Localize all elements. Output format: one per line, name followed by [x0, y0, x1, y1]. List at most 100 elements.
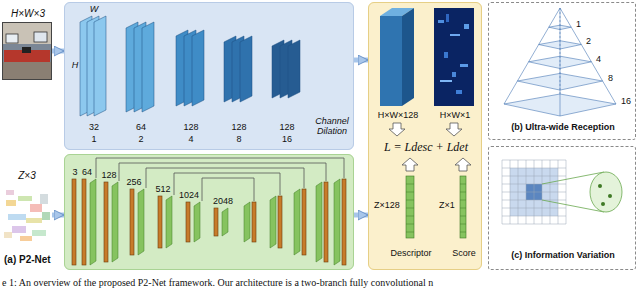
output-label: Score: [452, 249, 476, 259]
layer-number: W: [90, 5, 99, 15]
sparse-conv-layer: [158, 196, 162, 248]
dilation-number: 8: [608, 74, 613, 84]
flow-arrow: [402, 158, 418, 171]
output-label: H×W×1: [440, 111, 471, 121]
sparse-conv-layer: [130, 189, 134, 255]
layer-number: 32: [89, 123, 99, 133]
sparse-conv-layer: [72, 179, 76, 265]
flow-connector: [354, 58, 368, 63]
point-cloud: [32, 230, 46, 236]
point-cloud: [20, 236, 32, 241]
conv-layer: [142, 22, 154, 112]
layer-number: 2: [138, 135, 143, 145]
variation-grid: [598, 184, 602, 188]
point-cloud: [26, 218, 42, 223]
input-size-label: Z×3: [18, 170, 36, 181]
sparse-conv-layer: [252, 202, 256, 242]
layer-number: H: [72, 61, 79, 71]
part-label: (a) P2-Net: [4, 254, 51, 265]
point-branch-panel: 36412825651210242048: [64, 154, 354, 270]
feature-slab: [294, 189, 300, 255]
sparse-conv-layer: [186, 202, 190, 242]
variation-grid: [590, 172, 622, 212]
figure-caption: e 1: An overview of the proposed P2-Net …: [2, 277, 433, 289]
input-image: H×W×3: [2, 22, 52, 80]
layer-number: 128: [279, 123, 294, 133]
score-map: [438, 20, 444, 23]
flow-arrow: [389, 123, 405, 136]
panel-ground: [64, 2, 482, 270]
reception-pyramid: [504, 8, 616, 116]
input-point-cloud: Z×3: [2, 186, 52, 244]
conv-layer: [288, 40, 300, 98]
dilation-number: 1: [576, 20, 581, 30]
point-cloud: [4, 232, 12, 238]
conv-layer: [192, 30, 204, 106]
score-map: [450, 34, 460, 36]
panel-ground: [368, 2, 482, 270]
layer-number: 8: [236, 135, 241, 145]
input-photo: [2, 22, 52, 44]
score-map: [444, 52, 448, 58]
input-photo: [2, 22, 52, 80]
feature-slab: [222, 208, 228, 236]
feature-slab: [90, 179, 340, 265]
score-map: [434, 8, 474, 106]
output-label: Z×1: [439, 201, 455, 211]
conv-layer: [80, 16, 300, 116]
point-cloud: [12, 226, 26, 233]
output-panel: H×W×128H×W×1L = Ldesc + LdetZ×128Z×1Desc…: [368, 2, 482, 270]
conv-layer: [94, 16, 106, 116]
reception-box: 124816(b) Ultra-wide Reception: [488, 2, 636, 140]
point-vector: [406, 176, 466, 238]
flow-arrow: [455, 158, 471, 171]
feature-slab: [244, 202, 250, 242]
channel-number: 64: [82, 168, 92, 178]
feature-slab: [270, 196, 276, 248]
panel-ground: [64, 2, 354, 150]
output-label: Descriptor: [390, 249, 431, 259]
score-map: [464, 24, 469, 29]
layer-number: 16: [282, 135, 292, 145]
score-map: [456, 90, 462, 94]
channel-number: 256: [126, 178, 141, 188]
score-map: [434, 8, 474, 106]
feature-slab: [166, 196, 172, 248]
image-branch-panel: WH3216421284128812816Channel Dilation: [64, 2, 354, 150]
descriptor-map: [380, 8, 414, 106]
sparse-conv-layer: [214, 208, 218, 236]
channel-number: 3: [72, 168, 77, 178]
sparse-conv-layer: [302, 189, 306, 255]
output-label: Z×128: [374, 201, 400, 211]
score-map: [446, 14, 449, 22]
variation-grid: [608, 194, 612, 198]
point-cloud: [18, 196, 32, 201]
sparse-conv-layer: [324, 182, 328, 262]
layer-number: 4: [188, 135, 193, 145]
input-photo: [34, 32, 47, 42]
point-vector: [460, 176, 466, 238]
variation-grid: [502, 160, 622, 224]
feature-slab: [90, 179, 96, 265]
reception-pyramid: [560, 8, 561, 94]
channel-number: 1024: [179, 191, 199, 201]
descriptor-map: [380, 16, 402, 106]
sparse-conv-layer: [342, 179, 346, 265]
output-label: H×W×128: [378, 111, 419, 121]
point-cloud: [4, 190, 50, 241]
channel-number: 2048: [213, 197, 233, 207]
input-photo: [2, 62, 52, 80]
sparse-conv-layer: [278, 196, 282, 248]
channel-number: 128: [101, 171, 116, 181]
variation-grid: [502, 160, 566, 224]
layer-number: 128: [231, 123, 246, 133]
point-vector: [406, 176, 414, 238]
conv-layer: [240, 36, 252, 102]
sparse-conv-layer: [82, 179, 86, 265]
dilation-number: 16: [621, 97, 631, 107]
input-photo: [2, 22, 52, 80]
layer-number: Channel Dilation: [313, 117, 351, 137]
point-cloud: [6, 200, 16, 206]
panel-ground: [64, 154, 354, 270]
